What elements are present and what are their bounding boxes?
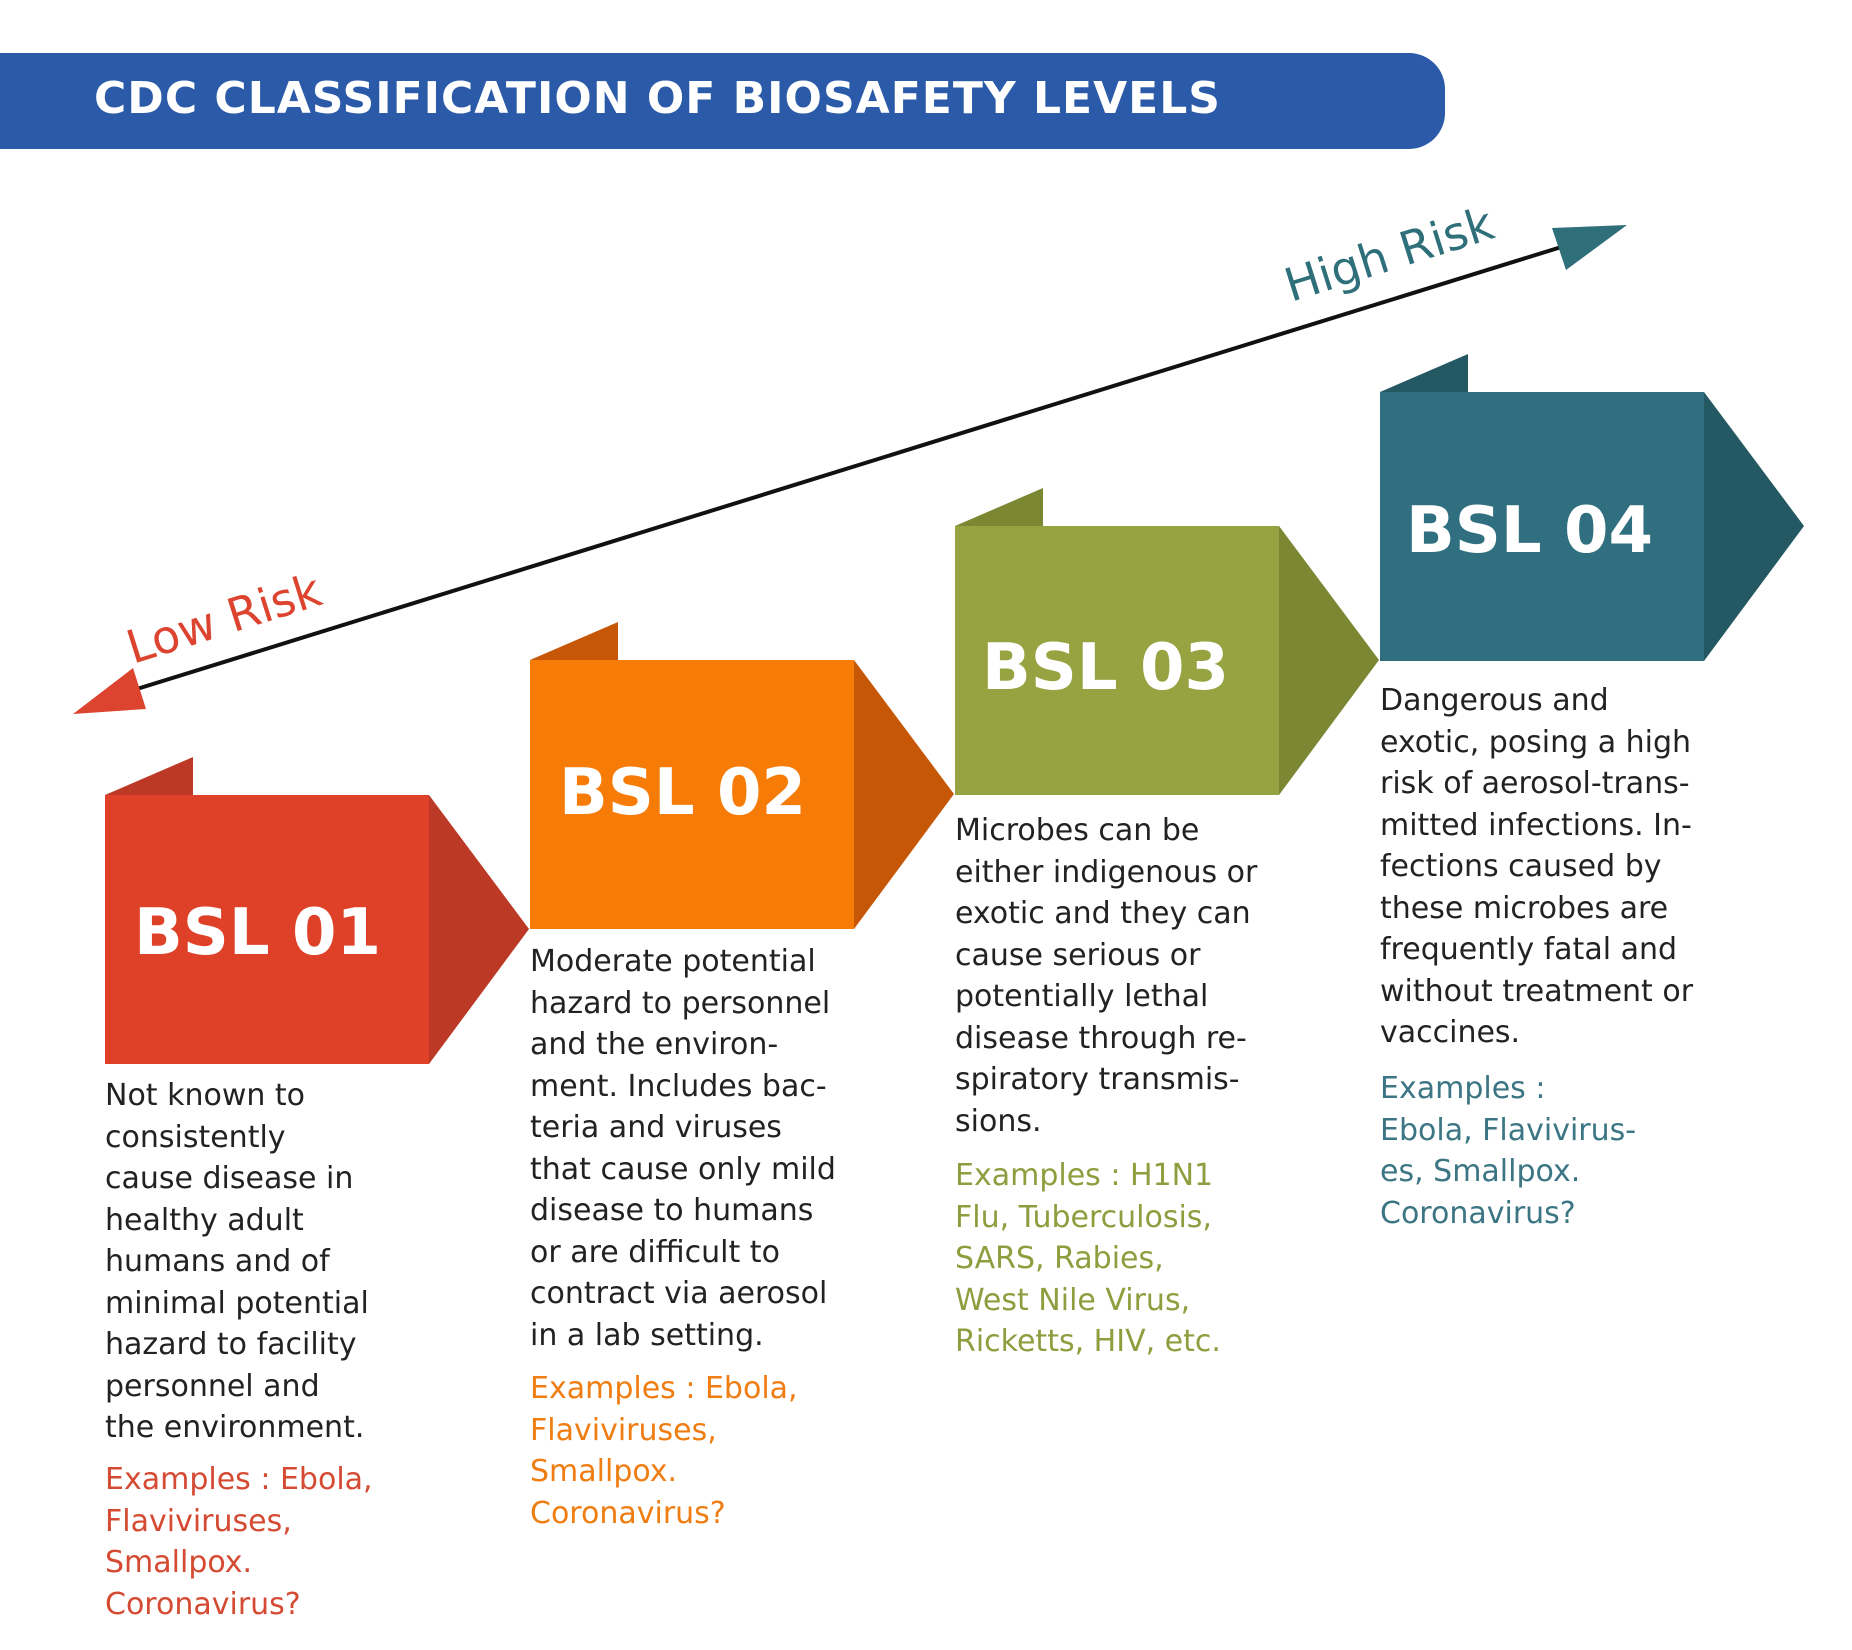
bsl-01-description: Not known to consistently cause disease … [105, 1075, 369, 1449]
bsl-01-ribbon: BSL 01 [105, 757, 529, 1064]
bsl-02-arrow [854, 660, 954, 929]
bsl-03-ribbon: BSL 03 [955, 488, 1379, 795]
bsl-03-box [955, 526, 1279, 795]
bsl-01-arrow [429, 795, 529, 1064]
high-risk-arrowhead [1552, 225, 1627, 270]
bsl-01-fold [105, 757, 193, 797]
bsl-03-examples: Examples : H1N1 Flu, Tuberculosis, SARS,… [955, 1155, 1221, 1363]
bsl-04-desc-line: mitted infections. In- [1380, 807, 1692, 843]
bsl-03-examples-line: Examples : H1N1 [955, 1158, 1214, 1193]
page-title: CDC CLASSIFICATION OF BIOSAFETY LEVELS [94, 73, 1221, 124]
bsl-03-desc-line: spiratory transmis- [955, 1062, 1240, 1097]
bsl-03-desc-line: sions. [955, 1103, 1042, 1139]
bsl-01-desc-line: consistently [105, 1119, 286, 1155]
bsl-02-examples-line: Examples : Ebola, [530, 1371, 798, 1406]
bsl-01-examples: Examples : Ebola, Flaviviruses, Smallpox… [105, 1459, 373, 1625]
bsl-02-examples-line: Coronavirus? [530, 1495, 726, 1531]
bsl-04-desc-line: these microbes are [1380, 890, 1669, 926]
bsl-02-desc-line: or are difficult to [530, 1234, 780, 1270]
bsl-02-examples-line: Smallpox. [530, 1454, 678, 1489]
low-risk-arrowhead [73, 668, 146, 714]
bsl-04-examples-line: es, Smallpox. [1380, 1154, 1581, 1189]
bsl-01-examples-line: Flaviviruses, [105, 1503, 292, 1539]
bsl-01-box [105, 795, 429, 1064]
bsl-02-desc-line: and the environ- [530, 1027, 779, 1062]
bsl-04-desc-line: without treatment or [1380, 973, 1694, 1009]
bsl-01-desc-line: Not known to [105, 1078, 306, 1113]
bsl-02-label: BSL 02 [559, 756, 806, 830]
bsl-02-desc-line: disease to humans [530, 1193, 814, 1228]
bsl-04-examples-line: Ebola, Flavivirus- [1380, 1112, 1637, 1148]
bsl-02-desc-line: that cause only mild [530, 1151, 836, 1187]
bsl-01-desc-line: humans and of [105, 1244, 330, 1279]
bsl-02-fold [530, 622, 618, 662]
bsl-03-arrow [1279, 526, 1379, 795]
high-risk-label: High Risk [1278, 196, 1500, 312]
bsl-03-fold [955, 488, 1043, 528]
bsl-03-desc-line: Microbes can be [955, 813, 1200, 848]
bsl-01-desc-line: the environment. [105, 1410, 365, 1445]
risk-axis-line [123, 242, 1572, 695]
bsl-04-desc-line: risk of aerosol-trans- [1380, 766, 1690, 801]
bsl-01-desc-line: cause disease in [105, 1161, 354, 1196]
bsl-03-desc-line: potentially lethal [955, 979, 1209, 1014]
bsl-01-desc-line: hazard to facility [105, 1327, 357, 1362]
bsl-04-desc-line: Dangerous and [1380, 683, 1609, 718]
bsl-02-box [530, 660, 854, 929]
bsl-04-box [1380, 392, 1704, 661]
bsl-04-desc-line: fections caused by [1380, 849, 1662, 884]
bsl-01-desc-line: minimal potential [105, 1285, 369, 1321]
bsl-01-desc-line: healthy adult [105, 1202, 304, 1238]
bsl-04-desc-line: frequently fatal and [1380, 932, 1678, 967]
bsl-01-desc-line: personnel and [105, 1368, 320, 1404]
bsl-01-examples-line: Coronavirus? [105, 1586, 301, 1622]
bsl-02-examples: Examples : Ebola, Flaviviruses, Smallpox… [530, 1368, 798, 1534]
bsl-01-label: BSL 01 [134, 896, 381, 970]
bsl-04-arrow [1704, 392, 1804, 661]
bsl-02-desc-line: contract via aerosol [530, 1276, 828, 1311]
bsl-03-desc-line: either indigenous or [955, 854, 1258, 890]
bsl-03-examples-line: Flu, Tuberculosis, [955, 1199, 1212, 1235]
bsl-03-desc-line: cause serious or [955, 937, 1201, 973]
bsl-02-desc-line: in a lab setting. [530, 1317, 764, 1353]
bsl-02-ribbon: BSL 02 [530, 622, 954, 929]
bsl-04-ribbon: BSL 04 [1380, 354, 1804, 661]
bsl-02-description: Moderate potential hazard to personnel a… [530, 941, 836, 1356]
bsl-04-fold [1380, 354, 1468, 394]
bsl-03-desc-line: exotic and they can [955, 896, 1251, 931]
bsl-02-desc-line: ment. Includes bac- [530, 1068, 827, 1104]
bsl-02-desc-line: hazard to personnel [530, 985, 831, 1021]
bsl-03-label: BSL 03 [982, 631, 1229, 705]
bsl-02-desc-line: Moderate potential [530, 944, 816, 979]
title-banner: CDC CLASSIFICATION OF BIOSAFETY LEVELS [0, 53, 1445, 149]
bsl-03-examples-line: SARS, Rabies, [955, 1241, 1164, 1276]
bsl-04-description: Dangerous and exotic, posing a high risk… [1380, 680, 1693, 1054]
low-risk-label: Low Risk [120, 563, 328, 675]
bsl-03-description: Microbes can be either indigenous or exo… [955, 810, 1257, 1142]
bsl-04-examples-line: Coronavirus? [1380, 1195, 1576, 1231]
bsl-01-examples-line: Examples : Ebola, [105, 1462, 373, 1497]
bsl-01-examples-line: Smallpox. [105, 1545, 253, 1580]
bsl-04-examples: Examples : Ebola, Flavivirus- es, Smallp… [1380, 1068, 1636, 1234]
bsl-03-examples-line: West Nile Virus, [955, 1282, 1191, 1318]
bsl-04-desc-line: exotic, posing a high [1380, 724, 1692, 760]
bsl-02-examples-line: Flaviviruses, [530, 1412, 717, 1448]
bsl-03-desc-line: disease through re- [955, 1020, 1247, 1056]
bsl-02-desc-line: teria and viruses [530, 1110, 782, 1145]
bsl-03-examples-line: Ricketts, HIV, etc. [955, 1324, 1221, 1359]
bsl-04-label: BSL 04 [1406, 494, 1653, 568]
bsl-04-desc-line: vaccines. [1380, 1015, 1521, 1050]
bsl-04-examples-line: Examples : [1380, 1071, 1546, 1106]
